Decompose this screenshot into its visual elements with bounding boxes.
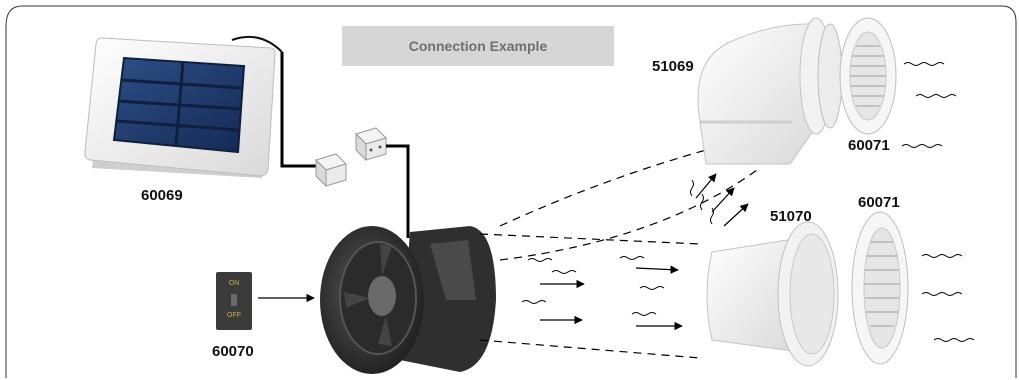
on-off-switch: ON OFF xyxy=(216,272,252,330)
fan xyxy=(320,226,496,374)
label-grill-top: 60071 xyxy=(848,137,890,154)
switch-lever xyxy=(231,294,237,306)
switch-on-label: ON xyxy=(228,280,240,287)
air-flow-lines xyxy=(479,149,761,359)
switch-off-label: OFF xyxy=(227,312,241,319)
label-elbow: 51069 xyxy=(652,58,694,75)
grill-bottom xyxy=(851,211,909,365)
label-switch: 60070 xyxy=(212,343,254,360)
connector-right xyxy=(355,127,387,162)
flow-arrows xyxy=(540,173,749,331)
label-flange: 51070 xyxy=(770,208,812,225)
flange-vent xyxy=(706,221,839,367)
diagram-title: Connection Example xyxy=(342,26,614,66)
label-grill-bottom: 60071 xyxy=(858,194,900,211)
grill-top xyxy=(839,17,897,135)
diagram-frame xyxy=(5,5,1017,378)
elbow-vent xyxy=(697,17,843,165)
cable xyxy=(280,52,318,168)
connector-left xyxy=(315,153,347,188)
fan-cable xyxy=(386,144,410,238)
label-solar-panel: 60069 xyxy=(141,187,183,204)
air-waves xyxy=(521,62,975,342)
solar-panel xyxy=(84,36,283,178)
